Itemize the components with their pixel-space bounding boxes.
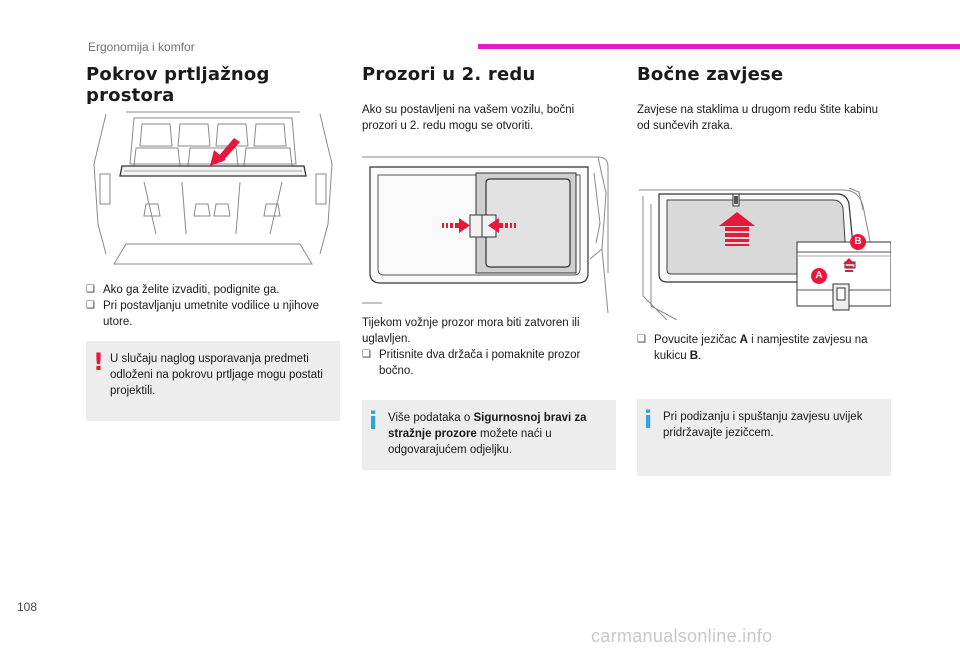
list-item: ❑ Pri postavljanju umetnite vodilice u n…: [86, 300, 320, 328]
body-text: Tijekom vožnje prozor mora biti zatvoren…: [362, 317, 580, 345]
section-title: Pokrov prtljažnog prostora: [86, 64, 270, 106]
callout-b-label: B: [854, 236, 862, 247]
square-bullet-icon: ❑: [86, 284, 95, 295]
column-second-row-windows: Prozori u 2. redu Ako su postavljeni na …: [362, 64, 617, 134]
luggage-cover-illustration: [86, 104, 340, 276]
intro-text: Ako su postavljeni na vašem vozilu, bočn…: [362, 104, 575, 132]
list-item: ❑ Ako ga želite izvaditi, podignite ga.: [86, 284, 280, 296]
list-item: ❑ Povucite jezičac A i namjestite zavjes…: [637, 334, 868, 362]
square-bullet-icon: ❑: [637, 334, 646, 345]
section-title: Prozori u 2. redu: [362, 64, 536, 85]
column-luggage-cover: Pokrov prtljažnog prostora: [86, 64, 341, 106]
info-icon: i: [369, 407, 378, 435]
info-icon: i: [644, 406, 653, 434]
exclamation-icon: !: [93, 348, 104, 376]
blind-instructions: ❑ Povucite jezičac A i namjestite zavjes…: [637, 332, 892, 364]
section-header: Ergonomija i komfor: [88, 40, 195, 54]
info-box: i Pri podizanju i spuštanju zavjesu uvij…: [637, 399, 891, 476]
square-bullet-icon: ❑: [86, 300, 95, 311]
callout-a-label: A: [815, 270, 823, 281]
section-title: Bočne zavjese: [637, 64, 784, 85]
intro-text: Zavjese na staklima u drugom redu štite …: [637, 104, 878, 132]
watermark: carmanualsonline.info: [591, 626, 773, 646]
info-box: i Više podataka o Sigurnosnoj bravi za s…: [362, 400, 616, 470]
column-side-blinds: Bočne zavjese Zavjese na staklima u drug…: [637, 64, 892, 134]
warning-box: ! U slučaju naglog usporavanja predmeti …: [86, 341, 340, 421]
side-blind-illustration: [639, 187, 891, 320]
list-item: ❑ Pritisnite dva držača i pomaknite proz…: [362, 349, 581, 377]
luggage-cover-instructions: ❑ Ako ga želite izvaditi, podignite ga. …: [86, 282, 341, 330]
window-instructions: Tijekom vožnje prozor mora biti zatvoren…: [362, 315, 617, 379]
sliding-window-illustration: [362, 156, 609, 313]
header-accent-bar: [478, 44, 960, 49]
page-number: 108: [17, 600, 38, 614]
square-bullet-icon: ❑: [362, 349, 371, 360]
